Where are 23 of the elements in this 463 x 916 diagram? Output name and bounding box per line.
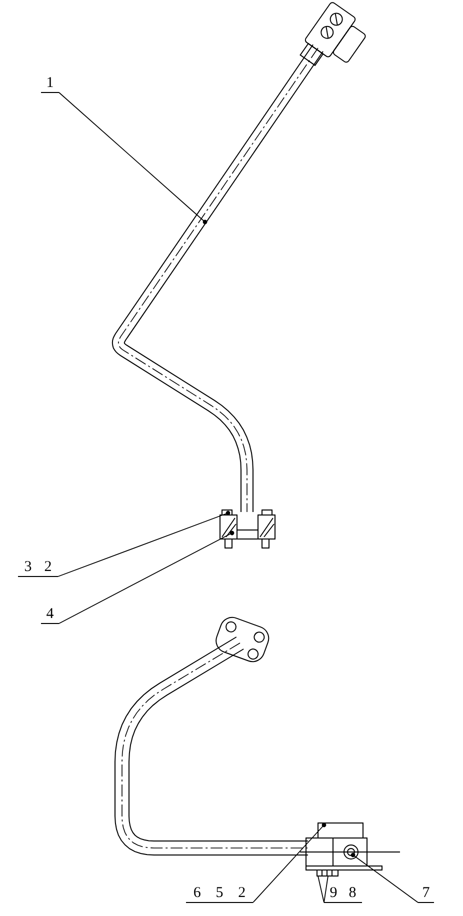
callout-shelf — [18, 559, 58, 577]
callout-number: 4 — [46, 607, 54, 623]
leader-line — [58, 92, 208, 224]
callout-number: 2 — [238, 886, 246, 902]
callout-shelf — [418, 885, 434, 903]
callout-number: 3 — [24, 560, 32, 576]
callout-number: 2 — [44, 560, 52, 576]
callout-number: 1 — [46, 76, 54, 92]
callout-shelf — [41, 606, 59, 624]
leader-line — [318, 876, 324, 903]
callout-shelf — [186, 885, 253, 903]
callout-number: 6 — [193, 886, 201, 902]
leader-line — [324, 876, 328, 903]
leader-line — [58, 530, 234, 624]
callout-number: 8 — [348, 886, 356, 902]
callout-shelf — [41, 75, 59, 93]
callout-number: 7 — [422, 886, 430, 902]
leader-line — [58, 510, 230, 577]
leader-line — [252, 822, 326, 903]
leader-line — [350, 852, 418, 903]
callout-number: 9 — [330, 886, 338, 902]
callout-shelf — [324, 885, 362, 903]
callout-number: 5 — [216, 886, 224, 902]
